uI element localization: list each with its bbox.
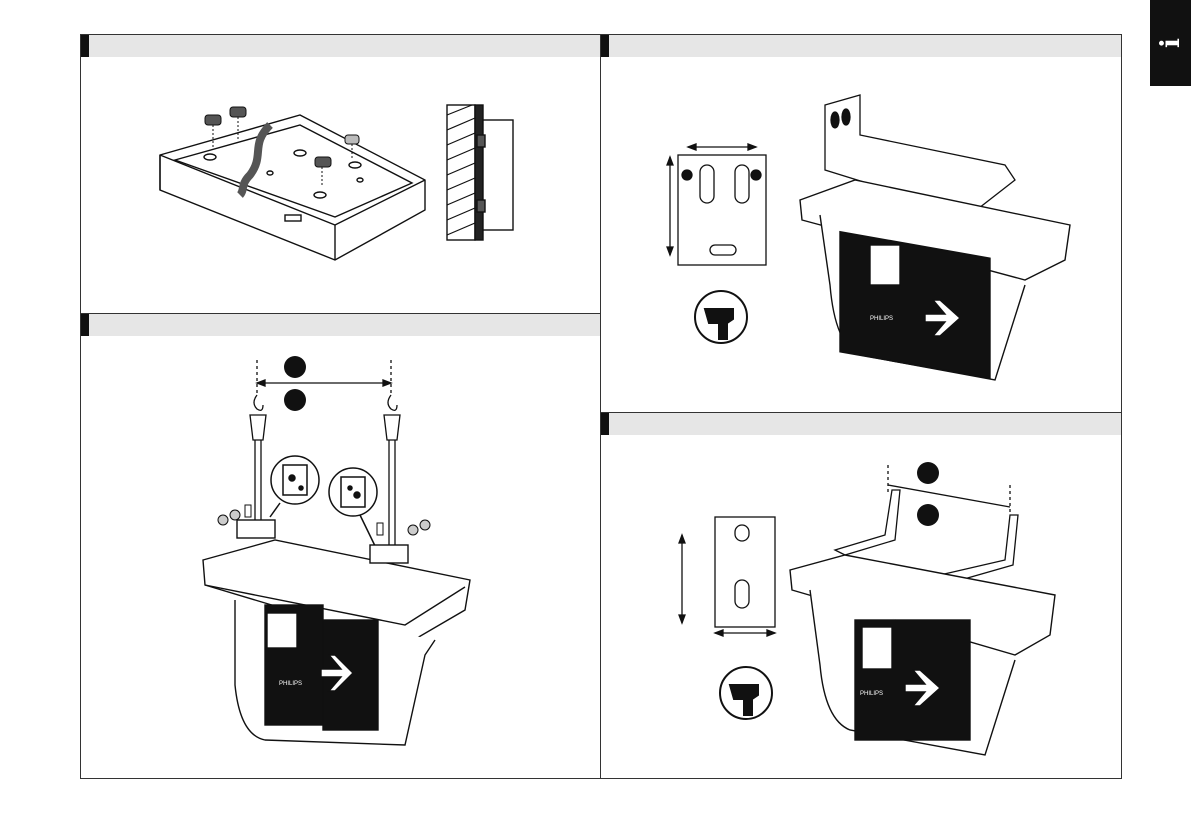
- step-marker: [81, 314, 89, 336]
- info-icon: i: [1155, 38, 1185, 48]
- panel-header-bottom-left: [81, 314, 600, 336]
- info-tab: i: [1150, 0, 1191, 86]
- exit-sign-body: [203, 520, 470, 745]
- panel-header-top-right: [601, 35, 1121, 57]
- step-marker: [601, 413, 609, 435]
- exit-sign-icon: [800, 180, 1070, 380]
- svg-text:PHILIPS: PHILIPS: [860, 691, 883, 697]
- mounting-template-icon: [679, 517, 775, 636]
- panel-top-left-illustration: [150, 95, 530, 270]
- exit-sign-icon: [790, 555, 1055, 755]
- step-marker: [81, 35, 89, 57]
- step-marker: [601, 35, 609, 57]
- drill-icon: [720, 667, 772, 719]
- drill-icon: [695, 291, 747, 343]
- exit-sign-base-icon: [160, 115, 425, 260]
- wall-section-icon: [447, 105, 513, 240]
- svg-text:PHILIPS: PHILIPS: [279, 681, 302, 687]
- center-divider: [600, 34, 601, 779]
- panel-top-right-illustration: PHILIPS: [660, 95, 1080, 380]
- panel-header-bottom-right: [601, 413, 1121, 435]
- panel-header-top-left: [81, 35, 600, 57]
- panel-bottom-left-illustration: PHILIPS: [195, 355, 475, 745]
- knockout-detail-icon: [270, 456, 377, 550]
- svg-text:PHILIPS: PHILIPS: [870, 316, 893, 322]
- panel-bottom-right-illustration: PHILIPS: [670, 455, 1090, 755]
- mounting-template-icon: [667, 144, 766, 265]
